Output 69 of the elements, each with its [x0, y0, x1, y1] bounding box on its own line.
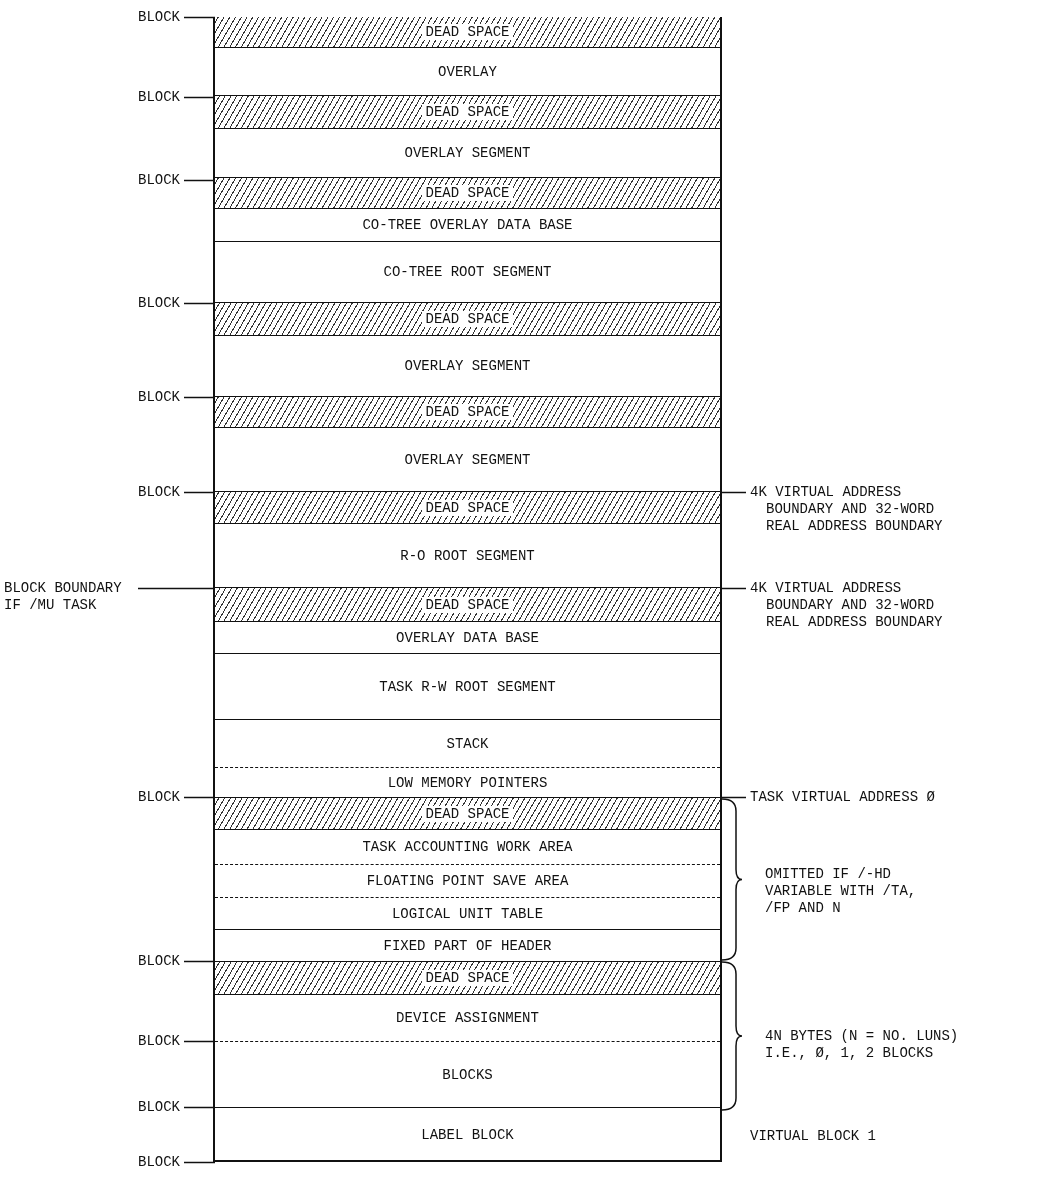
- boundary-note: 4K VIRTUAL ADDRESS BOUNDARY AND 32-WORD REAL ADDRESS BOUNDARY: [750, 580, 961, 631]
- leader-line: [183, 1040, 216, 1043]
- boundary-label: BLOCK: [138, 789, 180, 806]
- leader-line: [183, 491, 216, 494]
- band-label: DEAD SPACE: [422, 970, 513, 986]
- band-label: LABEL BLOCK: [420, 1127, 515, 1143]
- boundary-label: BLOCK: [138, 89, 180, 106]
- band-label: TASK ACCOUNTING WORK AREA: [361, 839, 574, 855]
- leader-line: [183, 1106, 216, 1109]
- leader-line: [137, 587, 216, 590]
- hatched-memory-band: [215, 95, 720, 128]
- leader-line: [183, 302, 216, 305]
- boundary-label: BLOCK: [138, 1154, 180, 1171]
- leader-line: [183, 796, 216, 799]
- hatched-memory-band: [215, 17, 720, 47]
- hatched-memory-band: [215, 587, 720, 621]
- band-label: DEAD SPACE: [422, 805, 513, 822]
- boundary-label: BLOCK BOUNDARY IF /MU TASK: [4, 580, 134, 614]
- band-label: FIXED PART OF HEADER: [382, 937, 553, 954]
- band-label: DEAD SPACE: [422, 404, 513, 420]
- hatched-memory-band: [215, 797, 720, 829]
- leader-line: [183, 960, 216, 963]
- leader-line: [183, 179, 216, 182]
- band-label: LOGICAL UNIT TABLE: [390, 905, 545, 922]
- hatched-memory-band: [215, 491, 720, 523]
- band-label: DEAD SPACE: [422, 499, 513, 516]
- leader-line: [719, 796, 747, 799]
- band-label: DEVICE ASSIGNMENT: [395, 1010, 540, 1026]
- band-label: OVERLAY SEGMENT: [403, 145, 532, 161]
- band-label: DEAD SPACE: [422, 311, 513, 327]
- boundary-label: BLOCK: [138, 9, 180, 26]
- band-label: OVERLAY DATA BASE: [395, 629, 540, 646]
- leader-line: [183, 1161, 216, 1164]
- band-label: DEAD SPACE: [422, 185, 513, 201]
- boundary-label: BLOCK: [138, 1033, 180, 1050]
- band-label: OVERLAY SEGMENT: [403, 451, 532, 468]
- leader-line: [719, 491, 747, 494]
- boundary-label: BLOCK: [138, 389, 180, 406]
- hatched-memory-band: [215, 302, 720, 335]
- boundary-label: BLOCK: [138, 953, 180, 970]
- boundary-label: BLOCK: [138, 295, 180, 312]
- boundary-label: BLOCK: [138, 172, 180, 189]
- band-label: TASK R-W ROOT SEGMENT: [378, 678, 557, 695]
- band-label: OVERLAY: [437, 63, 498, 80]
- band-label: DEAD SPACE: [422, 104, 513, 120]
- band-label: CO-TREE ROOT SEGMENT: [382, 264, 553, 280]
- note-text: 4N BYTES (N = NO. LUNS) I.E., Ø, 1, 2 BLOCKS: [765, 1028, 960, 1062]
- boundary-note: 4K VIRTUAL ADDRESS BOUNDARY AND 32-WORD REAL ADDRESS BOUNDARY: [750, 484, 961, 535]
- band-label: CO-TREE OVERLAY DATA BASE: [361, 217, 574, 233]
- leader-line: [183, 16, 216, 19]
- band-label: R-O ROOT SEGMENT: [399, 547, 536, 564]
- band-label: DEAD SPACE: [422, 24, 513, 40]
- leader-line: [183, 396, 216, 399]
- hatched-memory-band: [215, 396, 720, 427]
- note-text: OMITTED IF /-HD VARIABLE WITH /TA, /FP AND N: [765, 866, 918, 917]
- hatched-memory-band: [215, 961, 720, 994]
- leader-line: [719, 587, 747, 590]
- band-label: STACK: [445, 735, 490, 752]
- boundary-label: BLOCK: [138, 484, 180, 501]
- hatched-memory-band: [215, 177, 720, 208]
- note-text: VIRTUAL BLOCK 1: [750, 1128, 878, 1145]
- band-label: DEAD SPACE: [422, 596, 513, 613]
- band-label: LOW MEMORY POINTERS: [386, 774, 549, 791]
- band-label: FLOATING POINT SAVE AREA: [365, 873, 570, 889]
- band-label: BLOCKS: [441, 1066, 494, 1083]
- band-label: OVERLAY SEGMENT: [403, 358, 532, 374]
- boundary-label: BLOCK: [138, 1099, 180, 1116]
- leader-line: [183, 96, 216, 99]
- boundary-note: TASK VIRTUAL ADDRESS Ø: [750, 789, 961, 806]
